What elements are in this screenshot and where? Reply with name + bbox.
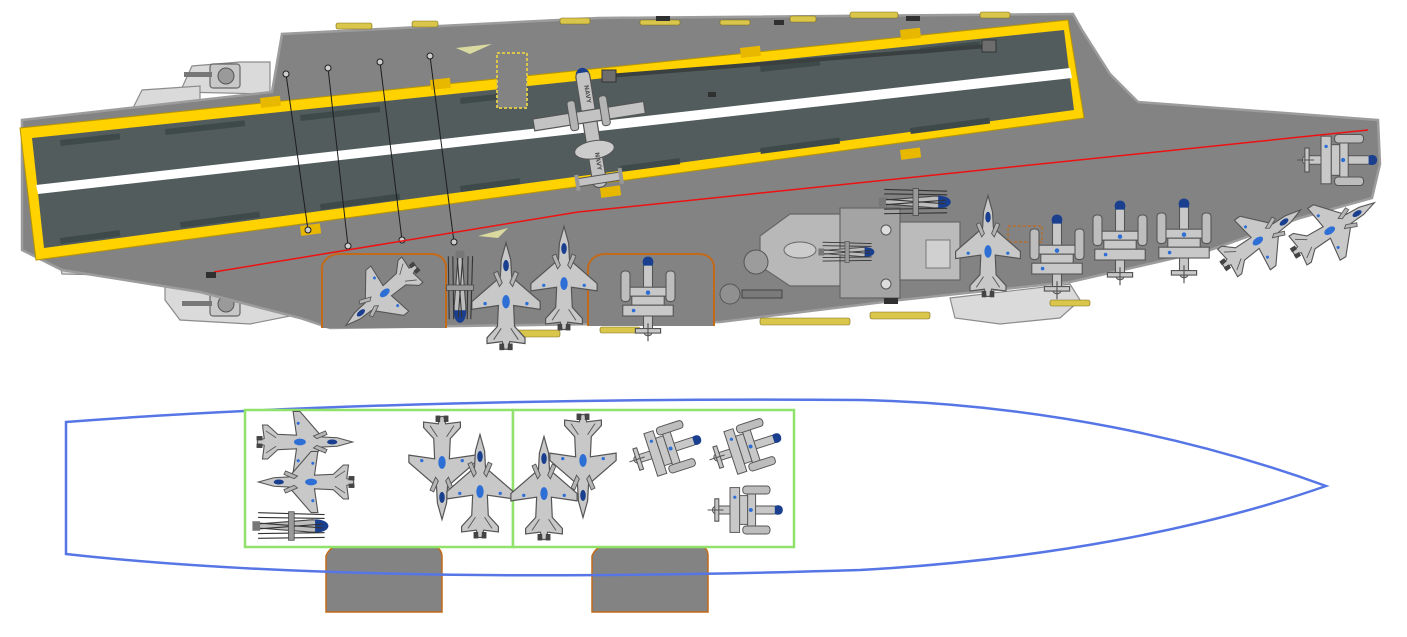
catwalk-markers (335, 11, 1091, 338)
landing-area (19, 19, 1085, 261)
aft-elevator-well (325, 545, 443, 613)
starboard-sponson (949, 283, 1081, 325)
awacs-aircraft-icon: NAVY NAVY (525, 58, 657, 197)
hangar-deck-plan (64, 398, 1330, 613)
blast-deflector (478, 228, 508, 238)
runway-center-stripe (36, 68, 1072, 194)
navy-marking: NAVY (582, 85, 592, 105)
deck-fittings (206, 16, 920, 304)
hull-outline (64, 398, 1330, 577)
gun-turret-icon (184, 63, 241, 89)
navy-marking: NAVY (593, 152, 603, 172)
foul-line (213, 129, 1369, 273)
island-superstructure (743, 207, 961, 299)
runway (32, 30, 1074, 248)
tow-tractor-icon (719, 283, 783, 305)
parking-marker (1007, 225, 1043, 243)
forward-elevator (496, 52, 528, 109)
arrestor-wires (282, 52, 458, 250)
catapult-track (601, 39, 997, 83)
mid-elevator-well (591, 545, 709, 613)
flight-deck-plan: NAVY NAVY (19, 11, 1392, 351)
blast-deflector (456, 44, 492, 54)
